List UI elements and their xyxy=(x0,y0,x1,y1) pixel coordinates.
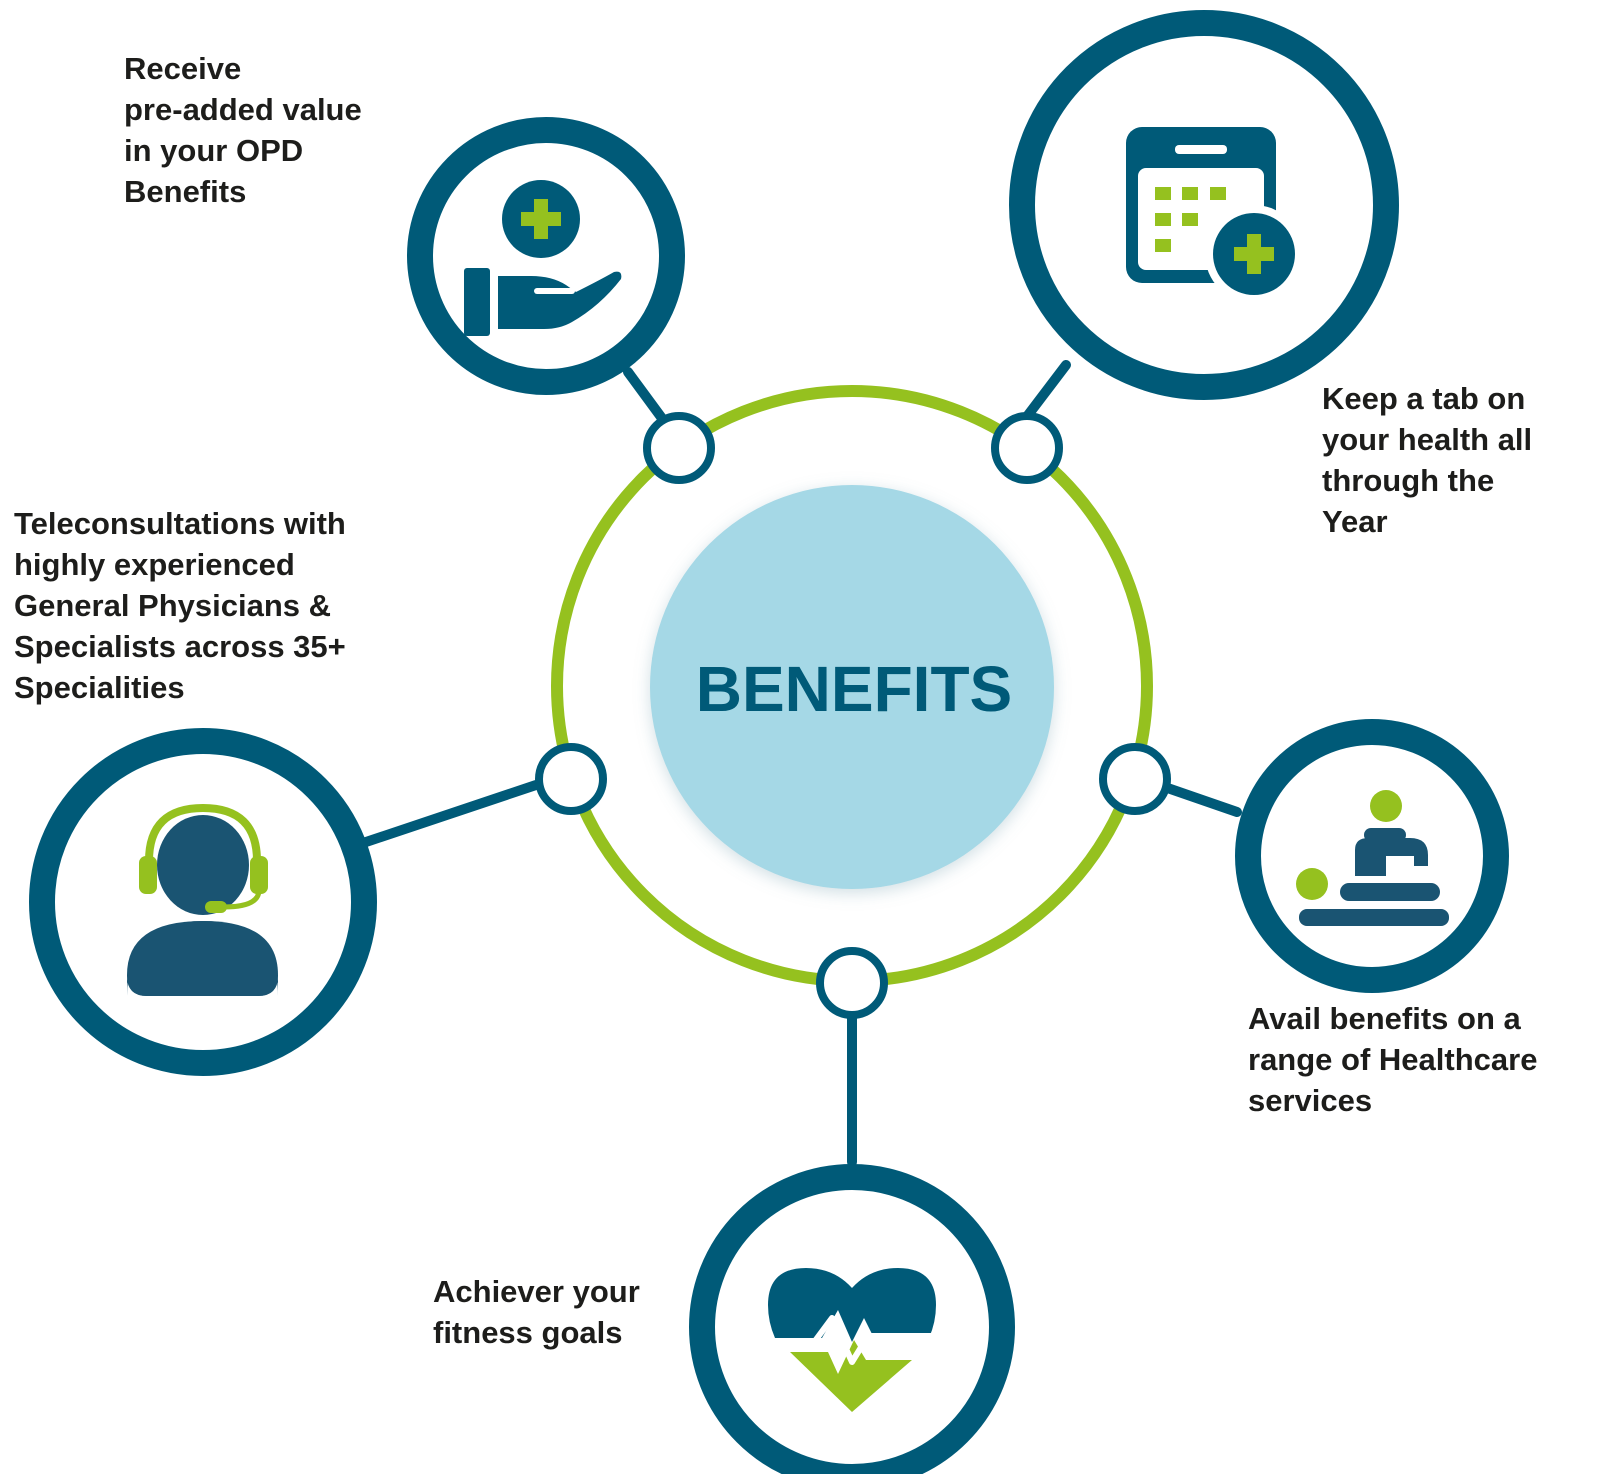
benefit-range-line: Avail benefits on a xyxy=(1248,1001,1521,1036)
benefit-opd-line: Receive xyxy=(124,51,242,86)
hand-medical-icon xyxy=(464,180,622,336)
center-title: BENEFITS xyxy=(696,653,1012,725)
benefit-tele-node xyxy=(29,728,377,1076)
ring-node-tab xyxy=(991,412,1063,484)
benefit-tab-node xyxy=(1009,10,1399,400)
benefit-fit-node xyxy=(689,1164,1015,1474)
benefit-tele-label: Teleconsultations with highly experience… xyxy=(14,503,346,708)
benefit-range-label: Avail benefits on a range of Healthcare … xyxy=(1248,998,1537,1121)
benefit-range-line: services xyxy=(1248,1083,1373,1118)
ring-node-range xyxy=(1099,743,1171,815)
connector-tele xyxy=(358,780,541,848)
benefit-tele-line: Specialists across 35+ xyxy=(14,629,346,664)
benefit-range-line: range of Healthcare xyxy=(1248,1042,1538,1077)
benefit-opd-node xyxy=(407,117,685,395)
benefit-tab-line: Keep a tab on xyxy=(1322,381,1526,416)
benefit-fit-line: Achiever your xyxy=(433,1274,640,1309)
benefit-tab-line: your health all xyxy=(1322,422,1533,457)
benefit-opd-label: Receive pre-added value in your OPD Bene… xyxy=(124,48,362,212)
ring-node-fit xyxy=(816,947,888,1019)
ring-nodes xyxy=(535,412,1171,1019)
benefit-tele-line: Teleconsultations with xyxy=(14,506,346,541)
ring-node-opd xyxy=(643,412,715,484)
center-node: BENEFITS xyxy=(650,485,1054,889)
benefit-tab-line: Year xyxy=(1322,504,1388,539)
benefit-tele-line: Specialities xyxy=(14,670,185,705)
headset-agent-icon xyxy=(127,803,278,996)
benefit-tele-line: highly experienced xyxy=(14,547,295,582)
benefit-tab-label: Keep a tab on your health all through th… xyxy=(1322,378,1532,542)
benefit-opd-line: pre-added value xyxy=(124,92,362,127)
ring-node-tele xyxy=(535,743,607,815)
benefit-opd-line: Benefits xyxy=(124,174,247,209)
benefit-opd-line: in your OPD xyxy=(124,133,304,168)
calendar-plus-icon xyxy=(1126,127,1303,303)
benefit-tele-line: General Physicians & xyxy=(14,588,332,623)
benefit-fit-label: Achiever your fitness goals xyxy=(433,1271,640,1353)
benefit-fit-line: fitness goals xyxy=(433,1315,623,1350)
heart-pulse-icon xyxy=(768,1268,936,1412)
benefit-range-node xyxy=(1235,719,1509,993)
connector-opd xyxy=(623,367,669,426)
massage-therapy-icon xyxy=(1296,790,1449,926)
center-circle xyxy=(650,485,1054,889)
benefit-tab-line: through the xyxy=(1322,463,1495,498)
